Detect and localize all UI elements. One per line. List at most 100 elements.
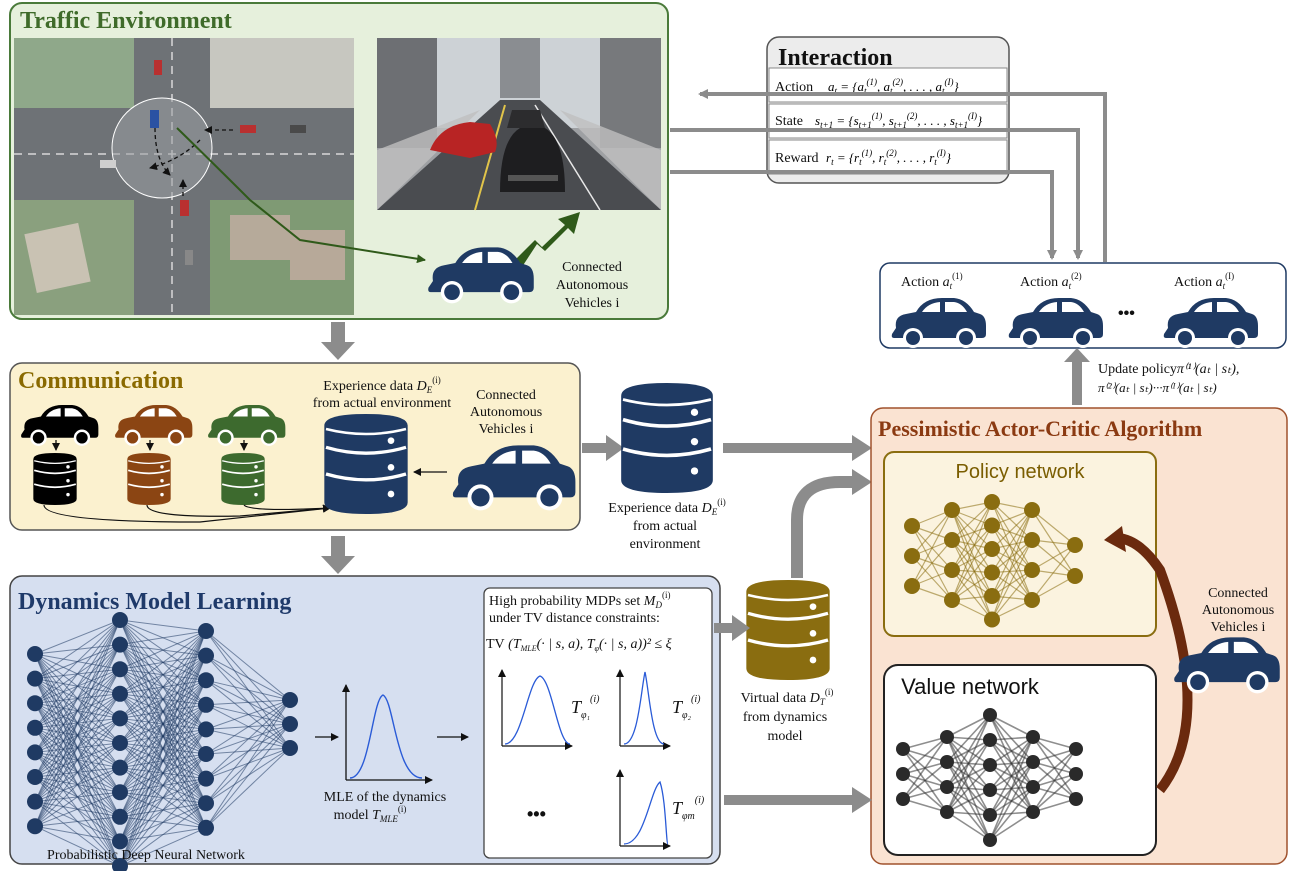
network-edge	[119, 630, 207, 867]
mle-plot	[342, 684, 433, 784]
network-edge	[989, 736, 1034, 766]
network-edge	[991, 509, 1033, 620]
mdp-plot-m	[616, 769, 671, 850]
network-edge	[902, 736, 948, 775]
network-edge	[119, 630, 207, 768]
network-edge	[991, 501, 1033, 571]
network-edge	[34, 619, 121, 729]
shared-database-icon	[322, 414, 410, 514]
network-node	[112, 636, 128, 653]
traffic-title: Traffic Environment	[20, 8, 232, 34]
pac-car-label-2: Autonomous	[1202, 603, 1274, 618]
exp-outside-3: environment	[630, 537, 701, 552]
network-edge	[946, 811, 991, 816]
network-edge	[989, 736, 1034, 791]
network-edge	[1032, 773, 1077, 813]
network-edge	[205, 699, 291, 779]
network-edge	[34, 693, 121, 827]
virtual-label-2: from dynamics	[743, 710, 827, 725]
aerial-map-image	[14, 38, 354, 315]
pac-title: Pessimistic Actor-Critic Algorithm	[878, 416, 1202, 441]
network-edge	[989, 736, 1034, 741]
network-edge	[34, 619, 121, 680]
action-2-label: Action at(2)	[1020, 271, 1082, 291]
network-node	[984, 588, 1000, 604]
network-edge	[946, 739, 991, 813]
experience-database-icon	[619, 383, 715, 493]
network-edge	[119, 630, 207, 670]
mdp-line-1: High probability MDPs set MD(i)	[489, 590, 670, 610]
network-node	[112, 808, 128, 825]
tv-constraint: TV (TMLE(· | s, a), Tφ(· | s, a))² ≤ ξ	[486, 637, 672, 653]
network-node	[1069, 792, 1083, 806]
network-node	[27, 646, 43, 662]
comm-car-label-2: Autonomous	[470, 405, 542, 420]
network-edge	[205, 699, 291, 730]
network-node	[112, 685, 128, 702]
green-arrow-icon	[510, 212, 580, 270]
network-node	[1026, 755, 1040, 769]
network-edge	[989, 811, 1034, 841]
network-edge	[991, 539, 1033, 597]
network-edge	[951, 548, 993, 601]
network-node	[112, 833, 128, 850]
network-edge	[34, 619, 121, 827]
network-edge	[34, 825, 121, 842]
network-node	[198, 623, 214, 639]
communication-panel: Communication Experience data DE(i) from…	[9, 362, 581, 531]
network-node	[282, 716, 298, 732]
virtual-database-icon	[744, 580, 832, 680]
network-node	[198, 819, 214, 836]
network-edge	[902, 761, 948, 800]
exp-outside-2: from actual	[633, 519, 697, 534]
interaction-panel: Interaction Action State Reward at = {at…	[766, 36, 1010, 184]
network-edge	[991, 509, 1033, 597]
network-edge	[34, 791, 121, 827]
network-edge	[991, 525, 1033, 571]
network-node	[198, 647, 214, 664]
virtual-label-1: Virtual data DT(i)	[741, 687, 834, 707]
probabilistic-network-graph	[27, 612, 298, 871]
network-node	[984, 611, 1000, 628]
network-node	[944, 532, 960, 548]
comm-car-label-3: Vehicles i	[479, 422, 534, 437]
network-edge	[991, 539, 1033, 620]
action-I-label: Action at(I)	[1174, 271, 1234, 291]
communication-title: Communication	[18, 368, 183, 394]
network-edge	[991, 509, 1033, 550]
network-edge	[205, 699, 291, 804]
network-node	[112, 759, 128, 776]
exp-outside-1: Experience data DE(i)	[608, 497, 725, 517]
interaction-state-label: State	[775, 114, 803, 129]
network-node	[984, 494, 1000, 510]
pac-panel: Pessimistic Actor-Critic Algorithm Polic…	[870, 407, 1288, 865]
network-edge	[946, 811, 991, 841]
value-network-label: Value network	[901, 674, 1040, 699]
network-edge	[34, 619, 121, 704]
network-edge	[991, 525, 1033, 601]
network-node	[112, 784, 128, 801]
network-edge	[205, 723, 291, 829]
network-node	[896, 767, 910, 781]
network-edge	[991, 548, 1033, 601]
network-edge	[119, 655, 207, 867]
interaction-reward-label: Reward	[775, 151, 819, 166]
policy-network-label: Policy network	[956, 461, 1086, 483]
network-node	[27, 695, 43, 712]
dynamics-panel: Dynamics Model Learning Probabilistic De…	[9, 575, 721, 871]
network-node	[198, 795, 214, 812]
network-node	[1024, 532, 1040, 548]
action-1-label: Action at(1)	[901, 271, 963, 291]
actions-panel: Action at(1) Action at(2) Action at(I) •…	[879, 262, 1287, 349]
network-edge	[989, 736, 1034, 841]
network-node	[984, 517, 1000, 534]
state-formula: st+1 = {st+1(1), st+1(2), . . . , st+1(I…	[815, 111, 983, 130]
network-edge	[34, 619, 121, 655]
network-edge	[34, 816, 121, 827]
network-node	[27, 793, 43, 810]
actions-ellipsis: •••	[1118, 305, 1135, 322]
network-node	[940, 780, 954, 794]
network-node	[896, 742, 910, 756]
interaction-connectors	[670, 89, 1107, 262]
critic-to-actor-arrow	[1117, 533, 1193, 794]
